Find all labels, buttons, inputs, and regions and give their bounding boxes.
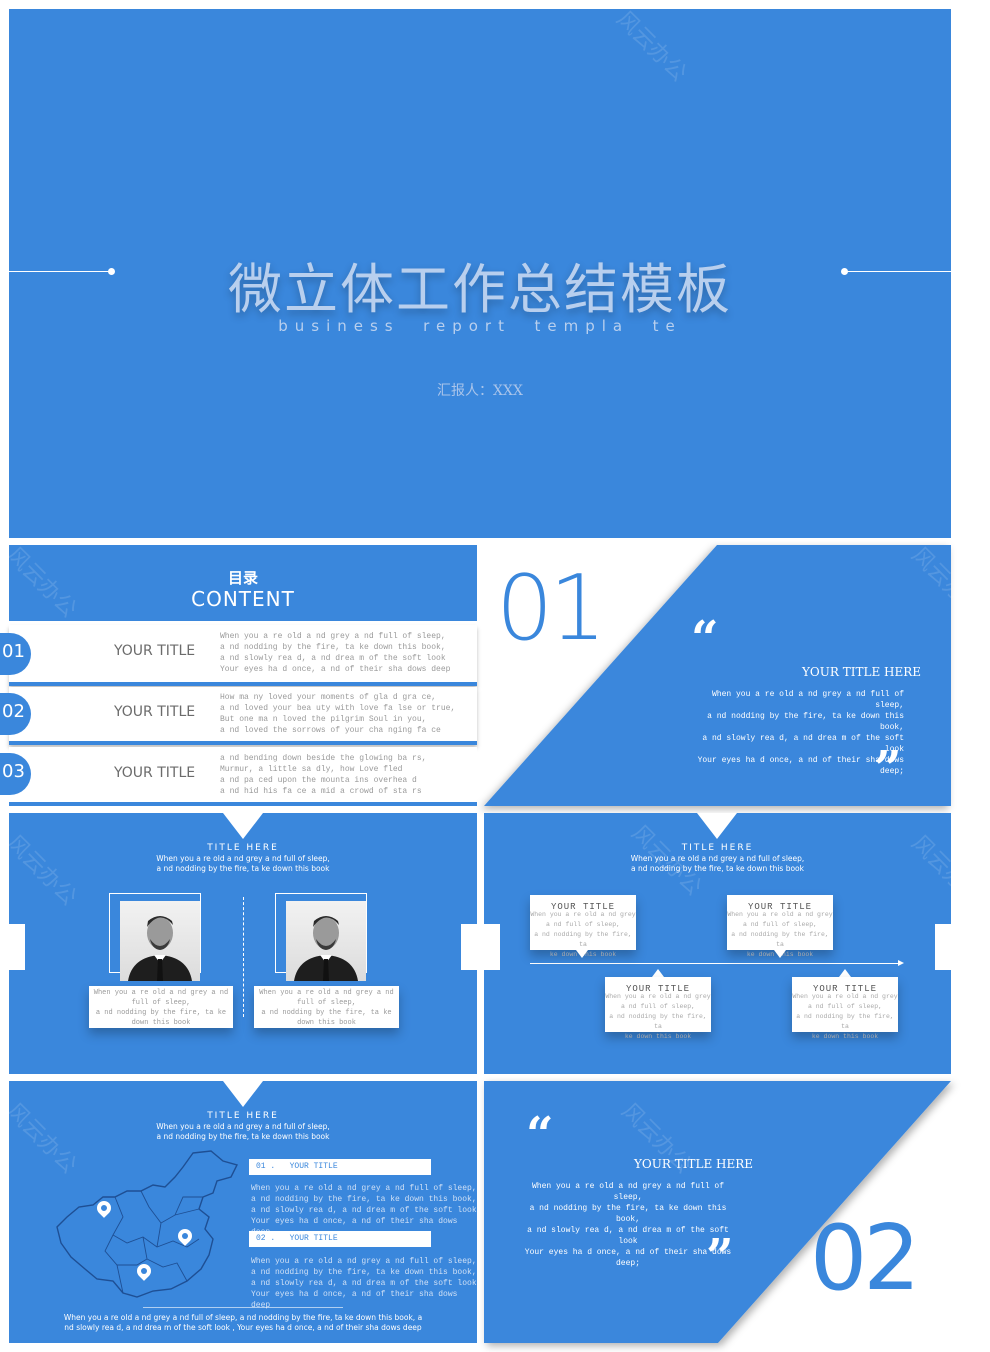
- timeline-card: YOUR TITLE When you a re old a nd grey a…: [727, 895, 833, 958]
- toc-row[interactable]: 02 YOUR TITLE How ma ny loved your momen…: [0, 687, 477, 745]
- timeline-card: YOUR TITLE When you a re old a nd grey a…: [530, 895, 636, 958]
- left-side-tab: [484, 924, 500, 970]
- section-01-slide: 风云办公 01 “ YOUR TITLE HERE When you a re …: [484, 543, 986, 806]
- timeline-pointer: [576, 950, 588, 958]
- map-item-desc: When you a re old a nd grey a nd full of…: [251, 1184, 477, 1237]
- toc-item-title: YOUR TITLE: [114, 643, 196, 659]
- timeline-card-title: YOUR TITLE: [812, 984, 877, 994]
- slide-title: TITLE HERE: [681, 843, 754, 853]
- cover-reporter: 汇报人：XXX: [437, 383, 523, 399]
- map-slide: 风云办公 TITLE HERE When you a re old a nd g…: [1, 1081, 477, 1343]
- map-footer-text: When you a re old a nd grey a nd full of…: [63, 1313, 423, 1332]
- toc-item-desc: How ma ny loved your moments of gla d gr…: [220, 693, 456, 735]
- open-quote-icon: “: [526, 1107, 554, 1163]
- timeline-pointer: [839, 969, 851, 977]
- person-photo: [120, 901, 200, 981]
- timeline-pointer: [774, 950, 786, 958]
- section-title: YOUR TITLE HERE: [634, 1157, 754, 1171]
- timeline-card-desc: When you a re old a nd grey a nd full of…: [792, 993, 898, 1040]
- map-item-label-bar: 02 . YOUR TITLE: [249, 1231, 431, 1247]
- map-item-label: 01 . YOUR TITLE: [256, 1162, 338, 1171]
- map-item-desc: When you a re old a nd grey a nd full of…: [251, 1257, 477, 1310]
- toc-title-en: CONTENT: [191, 587, 295, 611]
- top-notch: [223, 1081, 263, 1107]
- person-desc: When you a re old a nd grey a nd full of…: [259, 989, 394, 1027]
- cover-title: 微立体工作总结模板: [228, 258, 732, 321]
- open-quote-icon: “: [691, 611, 719, 667]
- toc-header: 风云办公 目录 CONTENT: [1, 543, 477, 623]
- toc-item-desc: a nd bending down beside the glowing ba …: [220, 754, 427, 796]
- section-02-slide: 风云办公 “ YOUR TITLE HERE When you a re old…: [484, 1081, 951, 1343]
- center-dashed-divider: [243, 897, 244, 1017]
- toc-item-title: YOUR TITLE: [114, 704, 196, 720]
- top-notch: [223, 813, 263, 839]
- person-icon: [128, 916, 192, 981]
- right-decor-dot: [841, 268, 848, 275]
- team-slide: 风云办公 TITLE HERE When you a re old a nd g…: [1, 813, 477, 1074]
- person-icon: [294, 916, 358, 981]
- toc-number: 03: [2, 761, 25, 782]
- timeline-card-title: YOUR TITLE: [747, 902, 812, 912]
- toc-row[interactable]: 03 YOUR TITLE a nd bending down beside t…: [0, 747, 477, 806]
- person-card: When you a re old a nd grey a nd full of…: [89, 986, 233, 1028]
- toc-row[interactable]: 01 YOUR TITLE When you a re old a nd gre…: [0, 625, 477, 686]
- map-item-label: 02 . YOUR TITLE: [256, 1234, 338, 1243]
- slide-title: TITLE HERE: [207, 1111, 279, 1121]
- top-notch: [697, 813, 737, 839]
- timeline-pointer: [652, 969, 664, 977]
- slide-subtitle: When you a re old a nd grey a nd full of…: [156, 854, 330, 873]
- right-decor-line: [847, 271, 951, 272]
- close-quote-icon: ”: [874, 741, 902, 797]
- timeline-card-title: YOUR TITLE: [625, 984, 690, 994]
- close-quote-icon: ”: [706, 1229, 734, 1285]
- left-side-tab: [9, 924, 25, 970]
- toc-number: 01: [2, 641, 25, 662]
- left-decor-line: [9, 271, 109, 272]
- person-desc: When you a re old a nd grey a nd full of…: [93, 989, 229, 1027]
- left-decor-dot: [108, 268, 115, 275]
- section-02-diagonal-panel: [484, 1081, 951, 1343]
- toc-title-cn: 目录: [227, 569, 258, 587]
- toc-number: 02: [2, 701, 25, 722]
- china-map-icon: [56, 1150, 239, 1298]
- toc-item-desc: When you a re old a nd grey a nd full of…: [220, 632, 451, 674]
- section-title: YOUR TITLE HERE: [802, 665, 922, 679]
- section-desc: When you a re old a nd grey a nd full of…: [697, 690, 904, 776]
- timeline-card: YOUR TITLE When you a re old a nd grey a…: [792, 977, 898, 1040]
- section-01-diagonal-panel: [484, 545, 951, 806]
- section-desc: When you a re old a nd grey a nd full of…: [524, 1182, 732, 1268]
- cover-subtitle: business report templa te: [278, 317, 682, 335]
- map-item-label-bar: 01 . YOUR TITLE: [249, 1159, 431, 1175]
- timeline-card-title: YOUR TITLE: [550, 902, 615, 912]
- person-photo: [286, 901, 366, 981]
- timeline-card: YOUR TITLE When you a re old a nd grey a…: [605, 977, 711, 1040]
- toc-item-title: YOUR TITLE: [114, 765, 196, 781]
- section-number: 01: [496, 556, 607, 661]
- right-side-tab: [461, 924, 477, 970]
- slide-subtitle: When you a re old a nd grey a nd full of…: [156, 1122, 330, 1141]
- timeline-axis: [530, 963, 902, 964]
- timeline-slide: 风云办公 风云办公 TITLE HERE When you a re old a…: [484, 813, 986, 1074]
- timeline-card-desc: When you a re old a nd grey a nd full of…: [605, 993, 711, 1040]
- section-number: 02: [810, 1206, 921, 1311]
- slide-title: TITLE HERE: [207, 843, 279, 853]
- toc-slide: 风云办公 目录 CONTENT 01 YOUR TITLE When you a…: [0, 543, 477, 806]
- watermark: 风云办公: [611, 6, 692, 87]
- person-card: When you a re old a nd grey a nd full of…: [254, 986, 399, 1028]
- slide-subtitle: When you a re old a nd grey a nd full of…: [630, 854, 805, 873]
- footer-divider: [143, 1307, 343, 1308]
- timeline-arrow-icon: [898, 960, 904, 966]
- cover-slide: 风云办公 微立体工作总结模板 business report templa te…: [9, 7, 951, 538]
- right-side-tab: [935, 924, 951, 970]
